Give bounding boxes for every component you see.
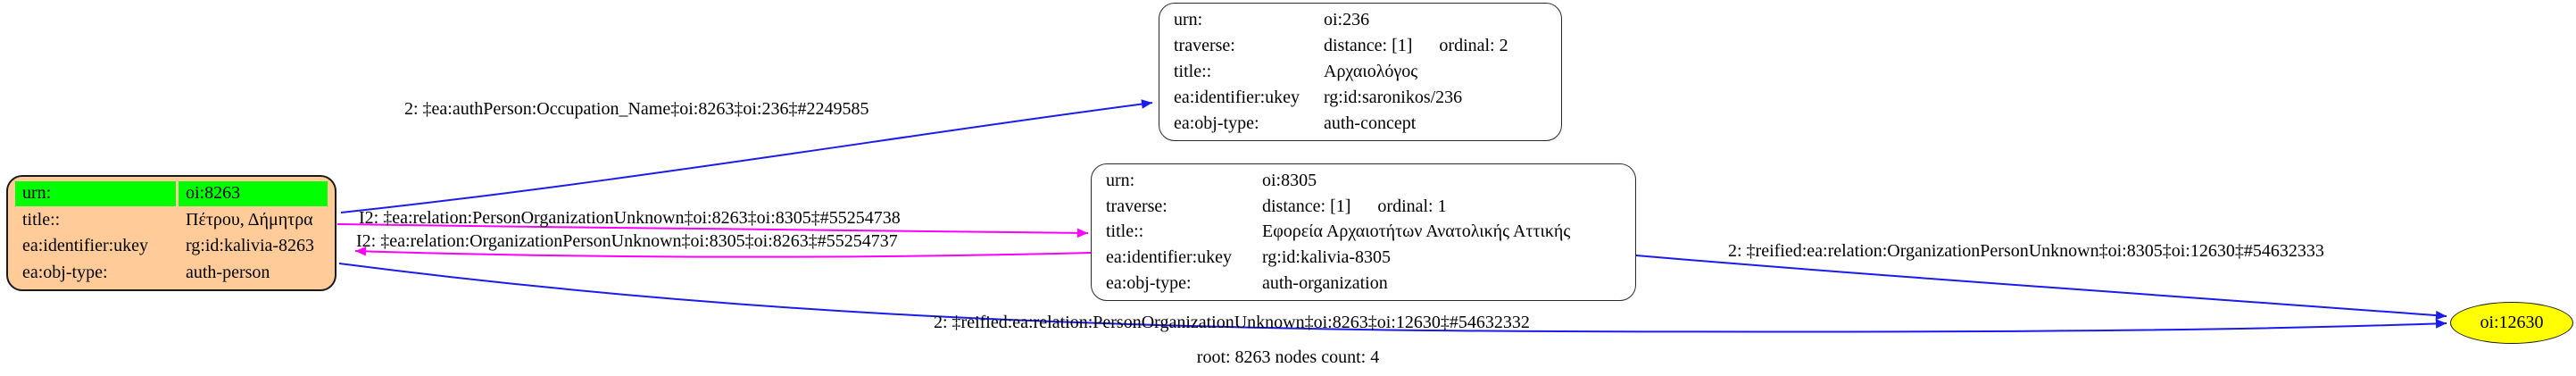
field-key-title: title::: [22, 209, 61, 230]
field-value-urn: oi:8263: [179, 181, 328, 206]
node-leaf-12630[interactable]: oi:12630: [2450, 302, 2573, 344]
node-auth-person-table: urn: oi:8263 title:: Πέτρου, Δήμητρα ea:…: [15, 180, 328, 286]
field-value-traverse: distance: [1] ordinal: 1: [1255, 194, 1628, 220]
field-key-title: title::: [1106, 221, 1144, 242]
field-value-title: Πέτρου, Δήμητρα: [186, 209, 313, 230]
node-auth-concept-236[interactable]: urn: oi:236 traverse: distance: [1] ordin…: [1159, 3, 1562, 141]
field-key-obj-type: ea:obj-type:: [22, 262, 108, 282]
edge-label-person-organization: I2: ‡ea:relation:PersonOrganizationUnkno…: [359, 208, 901, 228]
field-value-title: Εφορεία Αρχαιοτήτων Ανατολικής Αττικής: [1262, 221, 1571, 242]
edge-occupation: [340, 99, 1153, 213]
graph-caption: root: 8263 nodes count: 4: [1196, 347, 1380, 367]
field-value-obj-type: auth-person: [186, 262, 270, 282]
field-key-traverse: traverse:: [1174, 36, 1235, 55]
field-value-urn: oi:8305: [1262, 170, 1317, 190]
field-value-obj-type: auth-concept: [1324, 113, 1417, 133]
node-auth-concept-table: urn: oi:236 traverse: distance: [1] ordin…: [1167, 7, 1554, 137]
field-value-traverse: distance: [1] ordinal: 2: [1317, 33, 1554, 59]
edge-person-organization: [337, 223, 1089, 238]
node-auth-organization-8305[interactable]: urn: oi:8305 traverse: distance: [1] ordi…: [1091, 163, 1636, 301]
edge-reified-organization-person: [1635, 255, 2447, 321]
field-value-urn: oi:236: [1324, 10, 1370, 29]
node-auth-person-8263[interactable]: urn: oi:8263 title:: Πέτρου, Δήμητρα ea:…: [6, 175, 337, 291]
field-value-title: Αρχαιολόγος: [1324, 62, 1418, 81]
traverse-ordinal: ordinal: 1: [1377, 196, 1447, 216]
field-key-traverse: traverse:: [1106, 196, 1168, 216]
edge-label-reified-organization-person: 2: ‡reified:ea:relation:OrganizationPers…: [1728, 241, 2324, 261]
leaf-label: oi:12630: [2480, 313, 2544, 332]
field-key-identifier: ea:identifier:ukey: [22, 236, 149, 256]
field-key-urn: urn:: [1106, 170, 1135, 190]
edge-organization-person: [354, 246, 1092, 258]
field-key-obj-type: ea:obj-type:: [1106, 273, 1192, 294]
edge-label-reified-person-organization: 2: ‡reified:ea:relation:PersonOrganizati…: [934, 313, 1530, 332]
edge-reified-person-organization: [338, 263, 2447, 333]
field-value-identifier: rg:id:kalivia-8263: [186, 236, 315, 256]
node-auth-organization-table: urn: oi:8305 traverse: distance: [1] ordi…: [1099, 168, 1628, 297]
traverse-ordinal: ordinal: 2: [1439, 36, 1508, 55]
traverse-distance: distance: [1]: [1324, 36, 1413, 55]
field-key-title: title::: [1174, 62, 1212, 81]
field-value-identifier: rg:id:kalivia-8305: [1262, 247, 1392, 268]
field-key-obj-type: ea:obj-type:: [1174, 113, 1259, 133]
field-value-identifier: rg:id:saronikos/236: [1324, 88, 1463, 107]
field-key-urn: urn:: [1174, 10, 1203, 29]
field-value-obj-type: auth-organization: [1262, 273, 1388, 294]
edge-label-occupation: 2: ‡ea:authPerson:Occupation_Name‡oi:826…: [404, 99, 869, 119]
edge-label-organization-person: I2: ‡ea:relation:OrganizationPersonUnkno…: [356, 231, 898, 251]
field-key-identifier: ea:identifier:ukey: [1106, 247, 1233, 268]
field-key-urn: urn:: [15, 181, 176, 206]
traverse-distance: distance: [1]: [1262, 196, 1351, 216]
field-key-identifier: ea:identifier:ukey: [1174, 88, 1300, 107]
